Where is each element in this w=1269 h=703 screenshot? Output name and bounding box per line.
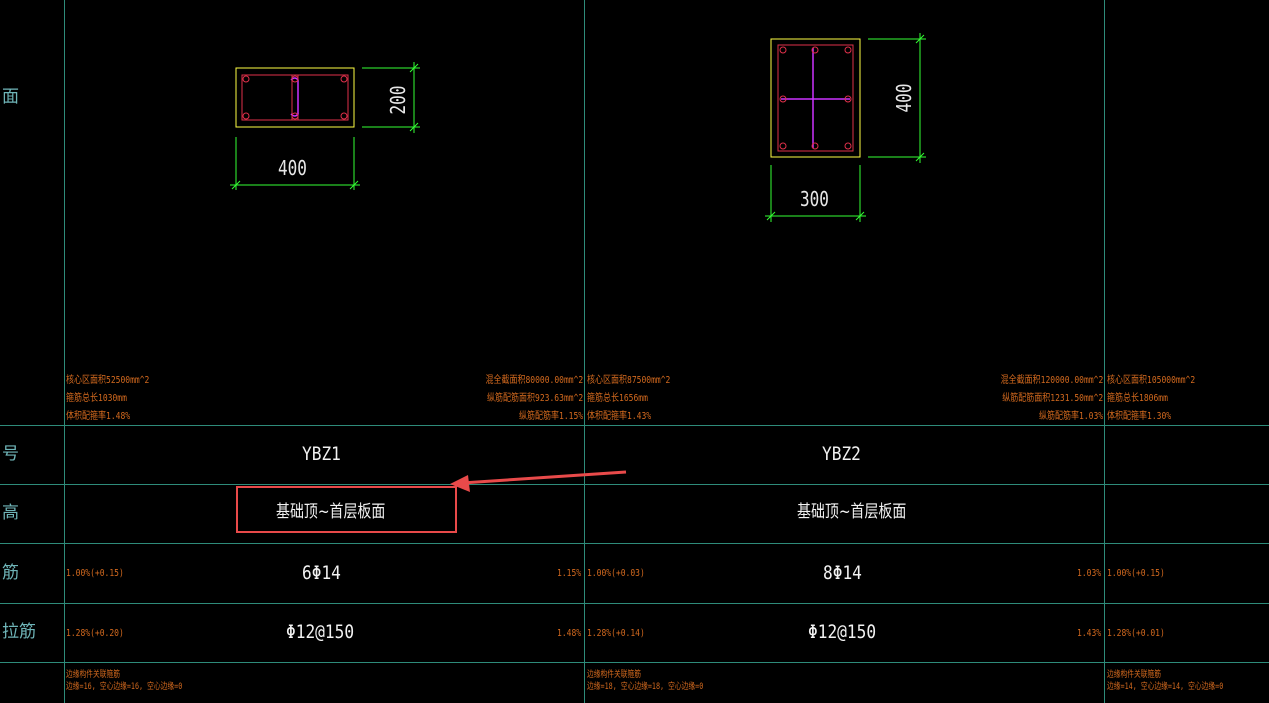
section-ybz2-drawing	[765, 33, 926, 222]
ybz2-stats-left-3: 体积配箍率1.43%	[587, 411, 652, 422]
rebar-bar	[811, 142, 819, 150]
row-label-main-rebar: 筋	[2, 563, 19, 583]
dim-tick	[349, 180, 359, 190]
dim-tick	[915, 152, 925, 162]
dim-text-ybz1-width: 400	[278, 156, 307, 180]
rebar-bar	[844, 142, 852, 150]
section-ybz1-bars	[242, 75, 348, 120]
ybz2-stats-right-2: 纵筋配筋面积1231.50mm^2	[1002, 393, 1103, 404]
col3-stats-left-3: 体积配箍率1.30%	[1107, 411, 1172, 422]
rebar-bar	[340, 112, 348, 120]
section-ybz2-dimensions	[765, 33, 926, 222]
dim-tick	[409, 63, 419, 73]
section-ybz2-outline	[770, 38, 861, 158]
section-ybz1-drawing	[230, 62, 420, 190]
dim-tick	[231, 180, 241, 190]
dim-tick	[409, 122, 419, 132]
ybz2-stats-right-3: 纵筋配筋率1.03%	[1038, 411, 1103, 422]
rebar-bar	[844, 46, 852, 54]
ybz2-rebar-ratio-right: 1.03%	[1076, 568, 1101, 579]
rebar-bar	[779, 46, 787, 54]
ybz1-stirrup-ratio-right: 1.48%	[556, 628, 581, 639]
col3-rebar-ratio-left: 1.00%(+0.15)	[1107, 568, 1165, 579]
section-ybz1-tie	[290, 77, 299, 117]
ybz1-note-1: 边缘构件关联箍筋	[66, 670, 121, 680]
col3-note-1: 边缘构件关联箍筋	[1107, 670, 1162, 680]
col3-stats-left-2: 箍筋总长1806mm	[1107, 393, 1168, 404]
section-ybz2-bars	[779, 46, 852, 150]
section-id-ybz1: YBZ1	[302, 443, 341, 465]
arrow-head	[450, 475, 470, 492]
ybz1-stirrup: Φ12@150	[286, 621, 355, 643]
ybz2-stats-right-1: 混全截面积120000.00mm^2	[1000, 375, 1103, 386]
rebar-bar	[340, 75, 348, 83]
ybz2-stats-left-2: 箍筋总长1656mm	[587, 393, 648, 404]
ybz2-rebar-ratio-left: 1.00%(+0.03)	[587, 568, 645, 579]
col3-stats-left-1: 核心区面积105000mm^2	[1107, 375, 1196, 386]
ybz1-stats-left-2: 箍筋总长1030mm	[66, 393, 127, 404]
ybz1-rebar-ratio-left: 1.00%(+0.15)	[66, 568, 124, 579]
ybz2-stirrup-ratio-left: 1.28%(+0.14)	[587, 628, 645, 639]
ybz2-note-2: 边缘=18, 空心边缘=18, 空心边缘=0	[587, 682, 704, 692]
ybz1-rebar-ratio-right: 1.15%	[556, 568, 581, 579]
rebar-bar	[291, 75, 299, 83]
row-label-tie: 拉筋	[2, 622, 36, 642]
row-label-section: 面	[2, 87, 19, 107]
rebar-bar	[811, 46, 819, 54]
ybz1-stats-left-1: 核心区面积52500mm^2	[66, 375, 150, 386]
col3-note-2: 边缘=14, 空心边缘=14, 空心边缘=0	[1107, 682, 1224, 692]
ybz2-main-rebar: 8Φ14	[823, 562, 862, 584]
section-ybz2-stirrup	[777, 44, 854, 152]
rebar-bar	[844, 95, 852, 103]
ybz2-stirrup: Φ12@150	[808, 621, 877, 643]
dim-text-ybz2-width: 300	[800, 187, 829, 211]
highlight-arrow	[450, 470, 627, 492]
ybz1-stats-right-2: 纵筋配筋面积923.63mm^2	[486, 393, 583, 404]
ybz1-main-rebar: 6Φ14	[302, 562, 341, 584]
section-ybz1-outline	[235, 67, 355, 128]
elevation-ybz1: 基础顶~首层板面	[276, 502, 386, 522]
rebar-bar	[779, 142, 787, 150]
highlight-box	[236, 486, 457, 533]
dim-tick	[855, 211, 865, 221]
row-label-elevation: 高	[2, 503, 19, 523]
arrow-shaft	[461, 470, 627, 485]
ybz2-note-1: 边缘构件关联箍筋	[587, 670, 642, 680]
ybz1-stirrup-ratio-left: 1.28%(+0.20)	[66, 628, 124, 639]
ybz1-note-2: 边缘=16, 空心边缘=16, 空心边缘=0	[66, 682, 183, 692]
dim-tick	[766, 211, 776, 221]
rebar-bar	[779, 95, 787, 103]
rebar-bar	[242, 112, 250, 120]
elevation-ybz2: 基础顶~首层板面	[797, 502, 907, 522]
rebar-bar	[291, 112, 299, 120]
ybz1-stats-right-1: 混全截面积80000.00mm^2	[485, 375, 583, 386]
section-ybz1-dimensions	[230, 62, 420, 190]
dim-tick	[915, 34, 925, 44]
ybz1-stats-left-3: 体积配箍率1.48%	[66, 411, 131, 422]
ybz2-stirrup-ratio-right: 1.43%	[1076, 628, 1101, 639]
rebar-bar	[242, 75, 250, 83]
dim-text-ybz2-height: 400	[892, 83, 917, 113]
col3-stirrup-ratio-left: 1.28%(+0.01)	[1107, 628, 1165, 639]
ybz1-stats-right-3: 纵筋配筋率1.15%	[518, 411, 583, 422]
row-label-id: 号	[2, 444, 19, 464]
dim-text-ybz1-height: 200	[386, 85, 411, 115]
section-id-ybz2: YBZ2	[822, 443, 861, 465]
ybz2-stats-left-1: 核心区面积87500mm^2	[587, 375, 671, 386]
